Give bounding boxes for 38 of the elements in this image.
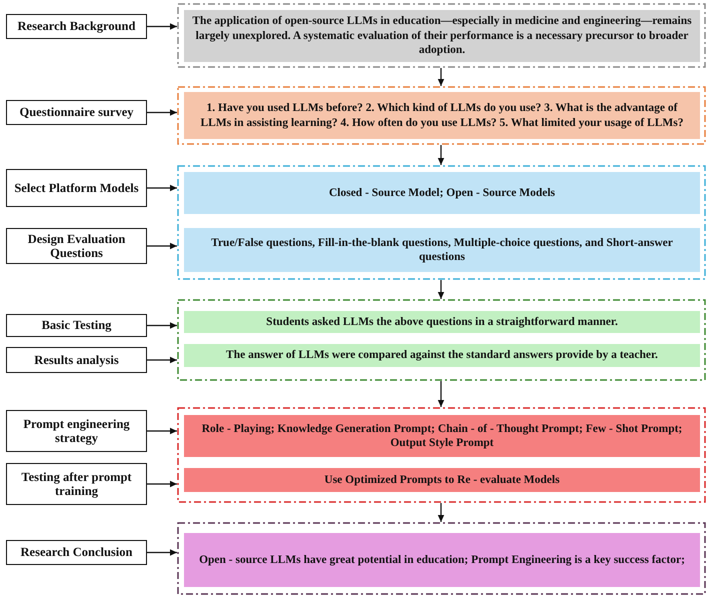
step-box: The application of open-source LLMs in education—especially in medicine and engineering—remains largely unexplored. A systematic evaluation of their performance is a necessary precursor to broader adoption. <box>184 10 700 62</box>
step-box: 1. Have you used LLMs before? 2. Which kind of LLMs do you use? 3. What is the advantage of LLMs in assisting learning? 4. How often do you use LLMs? 5. What limited your usage of LLMs? <box>184 92 700 139</box>
step-box: Closed - Source Model; Open - Source Models <box>184 172 700 214</box>
arrow <box>147 356 177 364</box>
arrow <box>147 242 177 250</box>
arrow <box>147 23 177 30</box>
arrow <box>438 145 444 165</box>
arrow <box>147 109 177 116</box>
arrow <box>438 503 444 522</box>
stage-label-box: Results analysis <box>6 347 147 373</box>
stage-group-frame <box>177 522 706 595</box>
stage-label-box: Basic Testing <box>6 314 147 337</box>
step-box: Role - Playing; Knowledge Generation Prompt; Chain - of - Thought Prompt; Few - Shot Prompt; Output Style Prompt <box>184 415 700 457</box>
stage-label-box: Design Evaluation Questions <box>6 228 147 264</box>
arrow <box>147 549 177 556</box>
step-box: Open - source LLMs have great potential in education; Prompt Engineering is a key success factor; <box>184 533 700 587</box>
stage-label-box: Research Background <box>6 14 147 39</box>
stage-label-box: Select Platform Models <box>6 169 147 207</box>
stage-label-box: Testing after prompt training <box>6 463 147 505</box>
arrow <box>147 322 177 329</box>
stage-label-box: Research Conclusion <box>6 540 147 565</box>
arrow <box>438 381 444 407</box>
stage-group-frame <box>177 86 706 145</box>
step-box: True/False questions, Fill-in-the-blank questions, Multiple-choice questions, and Short-answer questions <box>184 228 700 272</box>
arrow <box>438 68 444 86</box>
arrow <box>147 184 177 192</box>
step-box: The answer of LLMs were compared against the standard answers provide by a teacher. <box>184 344 700 367</box>
stage-group-frame <box>177 407 706 503</box>
arrow <box>438 280 444 299</box>
stage-group-frame <box>177 299 706 381</box>
stage-group-frame <box>177 3 706 68</box>
step-box: Students asked LLMs the above questions in a straightforward manner. <box>184 311 700 333</box>
stage-label-box: Questionnaire survey <box>6 100 147 125</box>
arrow <box>147 480 177 488</box>
stage-group-frame <box>177 165 706 280</box>
step-box: Use Optimized Prompts to Re - evaluate Models <box>184 468 700 492</box>
stage-label-box: Prompt engineering strategy <box>6 410 147 452</box>
arrow <box>147 428 177 434</box>
